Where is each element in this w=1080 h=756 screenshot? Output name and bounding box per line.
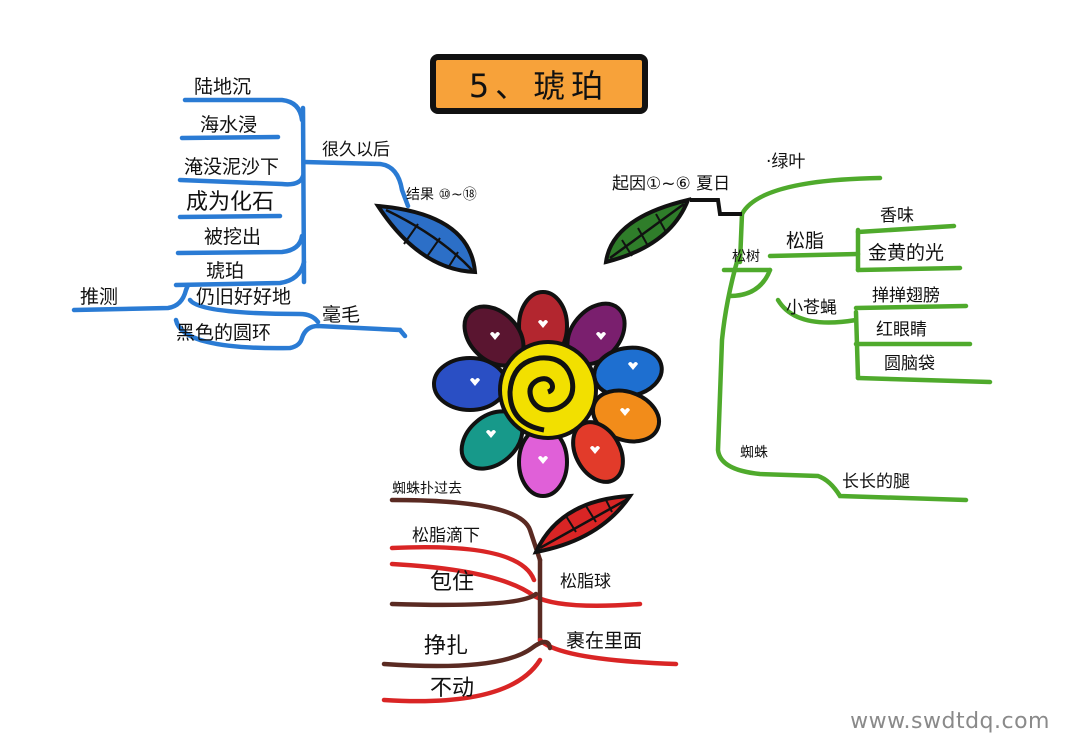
petal-hearts	[470, 320, 638, 464]
green-top-label: ·绿叶	[766, 152, 806, 172]
red-item-1: 松脂滴下	[412, 526, 480, 546]
red-branch	[381, 497, 679, 704]
red-ball-label: 松脂球	[560, 572, 611, 592]
green-leaf	[603, 197, 692, 265]
green-resin-label: 松脂	[786, 230, 825, 252]
blue-item-6: 琥珀	[206, 260, 245, 282]
blue-item-4: 成为化石	[186, 190, 275, 215]
green-root-label: 松树	[732, 249, 760, 265]
green-fly-item-2: 红眼睛	[876, 320, 927, 340]
blue-branch	[71, 97, 411, 351]
red-item-3: 挣扎	[424, 634, 469, 659]
blue-item-1: 陆地沉	[194, 76, 252, 98]
blue-infer-item-1: 仍旧好好地	[196, 286, 292, 308]
blue-group-label: 很久以后	[322, 140, 390, 160]
blue-leaf-label: 结果 ⑩~⑱	[406, 187, 477, 203]
red-top-label: 蜘蛛扑过去	[392, 481, 462, 497]
green-spider-label: 蜘蛛	[740, 445, 768, 461]
green-leaf-label: 起因①~⑥ 夏日	[612, 174, 731, 194]
blue-infer-item-2: 黑色的圆环	[176, 322, 272, 344]
blue-infer-label: 推测	[80, 286, 119, 308]
title-box: 5、琥珀	[430, 54, 648, 114]
green-resin-item-1: 香味	[880, 206, 914, 226]
green-spider-item: 长长的腿	[842, 472, 910, 492]
blue-hair-label: 毫毛	[322, 304, 361, 326]
blue-item-2: 海水浸	[200, 114, 258, 136]
red-item-2: 包住	[430, 570, 475, 595]
red-inside-label: 裹在里面	[566, 630, 643, 652]
green-fly-label: 小苍蝇	[786, 298, 837, 318]
blue-leaf	[374, 203, 478, 275]
watermark: www.swdtdq.com	[850, 709, 1050, 734]
green-resin-item-2: 金黄的光	[868, 242, 945, 264]
green-fly-item-1: 掸掸翅膀	[872, 286, 940, 306]
green-connector	[690, 198, 742, 216]
blue-item-3: 淹没泥沙下	[184, 156, 280, 178]
blue-item-5: 被挖出	[204, 226, 262, 248]
flower-spiral	[507, 355, 576, 433]
flower	[432, 290, 664, 498]
red-item-4: 不动	[430, 676, 475, 701]
green-fly-item-3: 圆脑袋	[884, 354, 935, 374]
green-branch	[715, 175, 993, 503]
red-leaf	[532, 493, 634, 555]
page-title: 5、琥珀	[468, 67, 610, 105]
